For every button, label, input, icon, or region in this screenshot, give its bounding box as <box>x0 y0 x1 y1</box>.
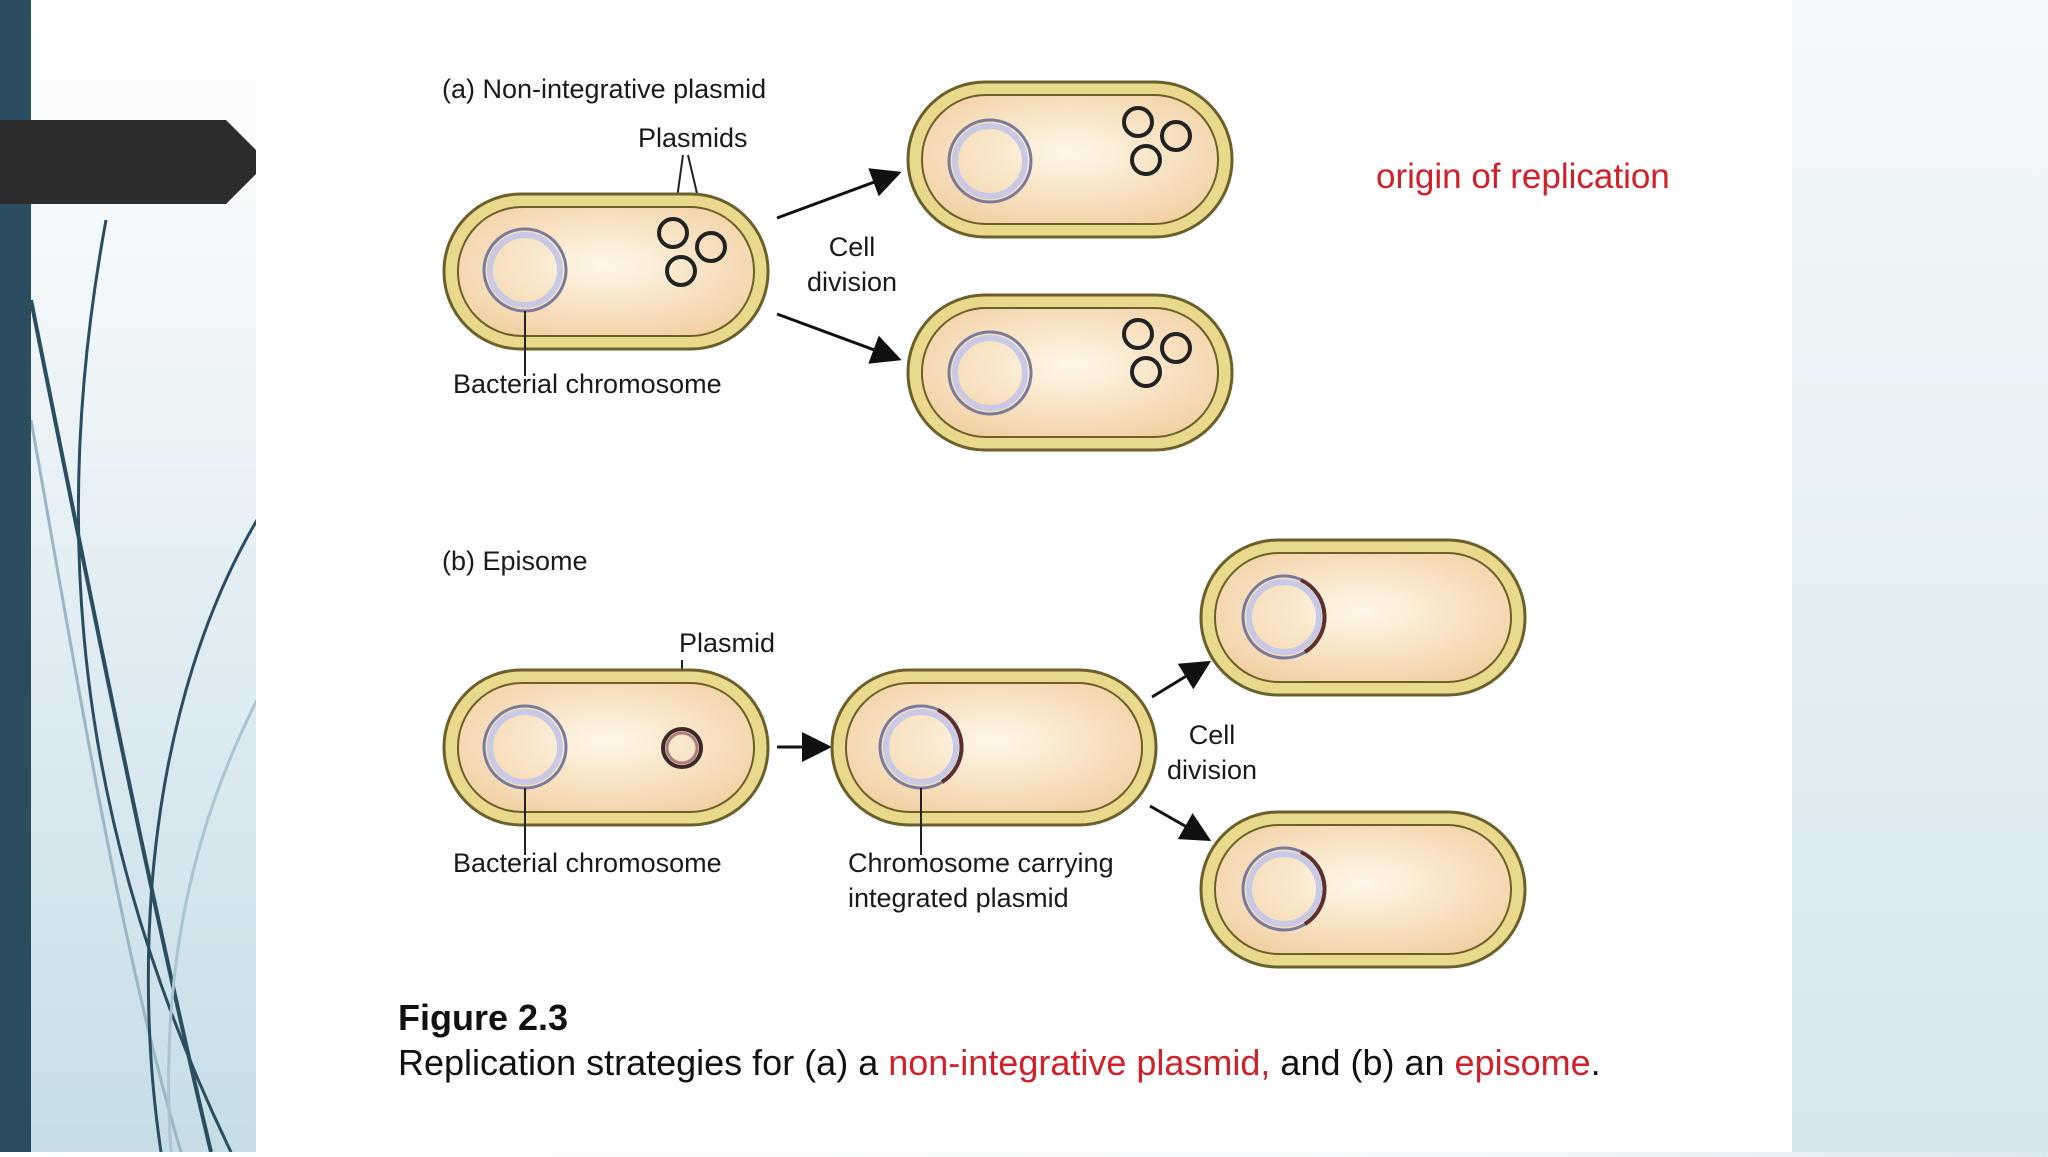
integrated-plasmid-arc <box>1300 578 1327 654</box>
caption-part-1: Replication strategies for (a) a <box>398 1042 889 1083</box>
cell-division-label-a-2: division <box>807 267 897 297</box>
caption-highlight-episome: episome <box>1454 1042 1591 1083</box>
chromosome-label-b: Bacterial chromosome <box>453 848 722 878</box>
daughter-cell-a-top <box>906 80 1234 239</box>
origin-of-replication-note: origin of replication <box>1376 157 1670 196</box>
division-arrow-up <box>776 168 902 220</box>
plasmid-label: Plasmid <box>679 628 775 658</box>
decorative-swoosh-lines <box>29 219 259 1153</box>
plasmid-icon <box>1122 106 1154 138</box>
title-tab <box>0 120 256 204</box>
chromosome-label-a: Bacterial chromosome <box>453 369 722 399</box>
cell-division-label-b-2: division <box>1167 755 1257 785</box>
plasmid-icon <box>1130 356 1162 388</box>
caption-part-2: and (b) an <box>1270 1042 1455 1083</box>
plasmid-icon <box>665 255 697 287</box>
division-arrow-down-b <box>1149 804 1212 841</box>
plasmid-icon <box>1130 144 1162 176</box>
integrated-label-1: Chromosome carrying <box>848 848 1114 878</box>
plasmid-icon <box>1160 332 1192 364</box>
panel-b-heading: (b) Episome <box>442 546 588 576</box>
plasmids-label: Plasmids <box>638 123 748 153</box>
caption-text: Replication strategies for (a) a non-int… <box>398 1040 1778 1086</box>
figure-caption: Figure 2.3 Replication strategies for (a… <box>398 996 1778 1086</box>
figure-label: Figure 2.3 <box>398 997 569 1038</box>
integrated-plasmid-arc <box>937 708 964 784</box>
daughter-cell-b-bottom <box>1199 810 1527 969</box>
chromosome-icon <box>947 118 1033 204</box>
parent-cell-b <box>442 668 770 827</box>
plasmid-icon <box>1122 318 1154 350</box>
cell-division-label-a-1: Cell <box>829 232 876 262</box>
integrated-label-2: integrated plasmid <box>848 883 1069 913</box>
plasmid-icon <box>1160 120 1192 152</box>
daughter-cell-b-top <box>1199 538 1527 697</box>
caption-highlight-plasmid: non-integrative plasmid, <box>888 1042 1271 1083</box>
daughter-cell-a-bottom <box>906 293 1234 452</box>
plasmid-icon <box>661 727 703 769</box>
plasmid-icon <box>695 231 727 263</box>
parent-cell-a <box>442 192 770 351</box>
plasmid-icon <box>657 217 689 249</box>
caption-part-3: . <box>1590 1042 1601 1083</box>
right-decorative-panel <box>1792 0 2048 1152</box>
integrated-plasmid-arc <box>1300 850 1327 926</box>
chromosome-icon <box>947 330 1033 416</box>
division-arrow-up-b <box>1151 660 1212 699</box>
division-arrow-down <box>776 312 902 364</box>
panel-a-heading: (a) Non-integrative plasmid <box>442 74 766 104</box>
integrated-cell-b <box>830 668 1158 827</box>
cell-division-label-b-1: Cell <box>1189 720 1236 750</box>
